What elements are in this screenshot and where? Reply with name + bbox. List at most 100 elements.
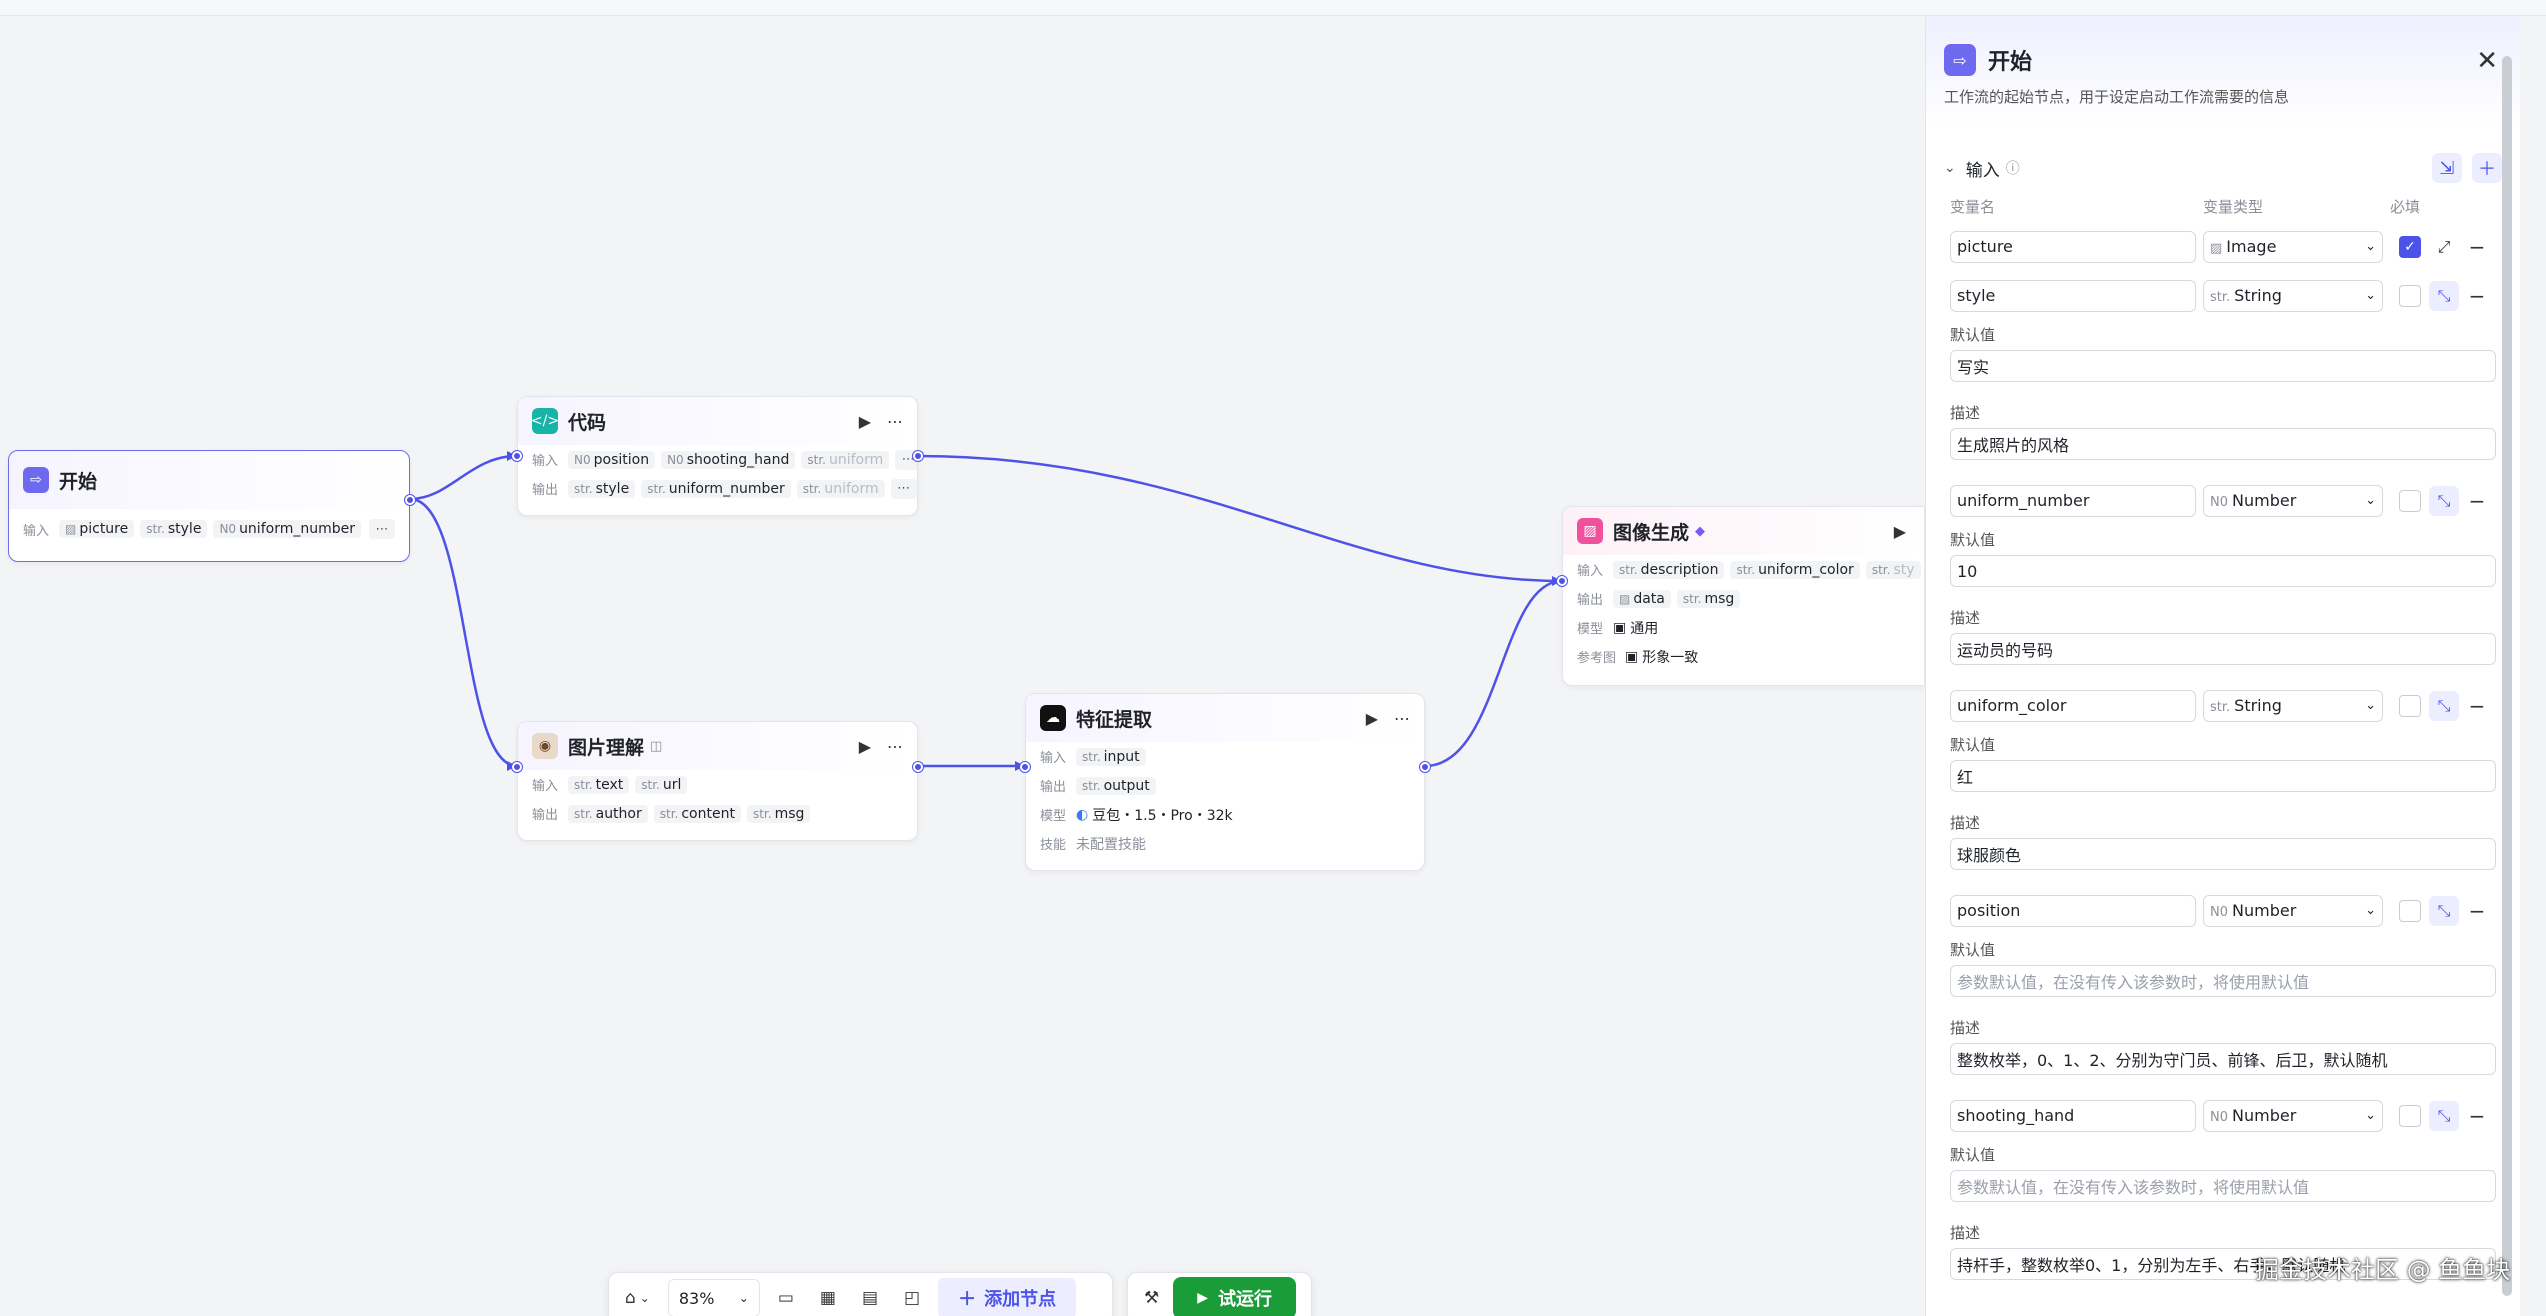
required-checkbox[interactable] (2399, 284, 2421, 307)
default-value-input[interactable]: 参数默认值，在没有传入该参数时，将使用默认值 (1950, 965, 2496, 997)
collapse-icon[interactable]: ⤡ (2429, 895, 2459, 926)
run-button[interactable]: ▶试运行 (1173, 1277, 1297, 1316)
description-label: 描述 (1950, 1223, 1981, 1242)
chevron-down-icon: ⌄ (2365, 239, 2376, 254)
zoom-select[interactable]: 83%⌄ (667, 1279, 760, 1316)
collapse-icon[interactable]: ⤡ (2429, 280, 2459, 311)
chevron-down-icon[interactable]: ⌄ (1944, 160, 1956, 176)
variable-type-select[interactable]: ▨Image⌄ (2203, 230, 2383, 263)
default-value-input[interactable]: 红 (1950, 760, 2496, 792)
input-section-header[interactable]: ⌄ 输入 ⓘ ⇲ ＋ (1926, 146, 2520, 190)
variable-name-input[interactable]: uniform_number (1950, 484, 2196, 517)
plus-icon: ＋ (958, 1289, 977, 1310)
import-icon[interactable]: ⇲ (2432, 153, 2462, 183)
remove-variable-icon[interactable]: − (2468, 898, 2486, 923)
variable-name-input[interactable]: position (1950, 894, 2196, 927)
required-checkbox[interactable] (2399, 694, 2421, 717)
required-checkbox[interactable] (2399, 489, 2421, 512)
node-feature-inputs: 输入 str.input (1026, 742, 1424, 771)
wrench-icon[interactable]: ⚒ (1144, 1288, 1160, 1308)
fit-view-icon[interactable]: ◰ (904, 1288, 921, 1308)
port-feature-out[interactable] (1420, 762, 1430, 772)
variable-name-input[interactable]: shooting_hand (1950, 1099, 2196, 1132)
port-code-out[interactable] (913, 451, 923, 461)
add-variable-button[interactable]: ＋ (2472, 153, 2502, 183)
chevron-down-icon: ⌄ (639, 1291, 650, 1305)
panel-scrollbar[interactable] (2502, 56, 2512, 1296)
node-feature-model: 模型 ◐ 豆包・1.5・Pro・32k (1040, 806, 1233, 825)
port-image-understand-in[interactable] (512, 762, 522, 772)
chevron-down-icon: ⌄ (2365, 1108, 2376, 1123)
more-icon[interactable]: ⋯ (890, 478, 917, 499)
collapse-icon[interactable]: ⤡ (2429, 690, 2459, 721)
variable-type-select[interactable]: str.String⌄ (2203, 689, 2383, 722)
more-icon[interactable]: ⋯ (1394, 708, 1410, 728)
description-input[interactable]: 运动员的号码 (1950, 633, 2496, 665)
more-icon[interactable]: ⋯ (887, 411, 903, 431)
more-icon[interactable]: ⋯ (887, 736, 903, 756)
minimap-icon[interactable]: ▤ (861, 1288, 879, 1308)
node-image-gen[interactable]: ▨ 图像生成 ◆ ▶ 输入 str.description str.unifor… (1557, 506, 1925, 686)
port-feature-in[interactable] (1020, 762, 1030, 772)
play-icon[interactable]: ▶ (1365, 708, 1378, 728)
variable-row: uniform_color str.String⌄ ⤡ − (1926, 681, 2520, 730)
required-checkbox[interactable] (2399, 1104, 2421, 1127)
description-input[interactable]: 整数枚举，0、1、2、分别为守门员、前锋、后卫，默认随机 (1950, 1043, 2496, 1075)
variable-name-input[interactable]: style (1950, 279, 2196, 312)
panel-title[interactable]: 开始 (1988, 50, 2033, 75)
remove-variable-icon[interactable]: − (2468, 283, 2486, 308)
play-icon[interactable]: ▶ (858, 736, 871, 756)
node-image-understand[interactable]: ◉ 图片理解 ◫ ▶⋯ 输入 str.text str.url 输出 str.a… (512, 721, 923, 841)
close-icon[interactable]: ✕ (2476, 46, 2498, 76)
variable-name-input[interactable]: picture (1950, 230, 2196, 263)
node-image-gen-ref: 参考图 ▣ 形象一致 (1577, 648, 1699, 667)
description-input[interactable]: 球服颜色 (1950, 838, 2496, 870)
port-image-gen-in[interactable] (1557, 576, 1567, 586)
required-checkbox[interactable] (2399, 899, 2421, 922)
port-image-understand-out[interactable] (913, 762, 923, 772)
start-icon: ⇨ (23, 467, 49, 493)
mouse-mode-button[interactable]: ⌂⌄ (617, 1278, 658, 1316)
vision-badge-icon: ◫ (650, 738, 663, 754)
remove-variable-icon[interactable]: − (2468, 234, 2486, 259)
description-label: 描述 (1950, 813, 1981, 832)
description-input[interactable]: 持杆手，整数枚举0、1，分别为左手、右手，默认随机 (1950, 1248, 2496, 1280)
port-code-in[interactable] (512, 451, 522, 461)
port-start-out[interactable] (405, 495, 415, 505)
description-input[interactable]: 生成照片的风格 (1950, 428, 2496, 460)
add-node-button[interactable]: ＋添加节点 (938, 1278, 1077, 1316)
diamond-icon: ◆ (1695, 523, 1706, 539)
more-icon[interactable]: ⋯ (895, 449, 917, 470)
comment-icon[interactable]: ▭ (777, 1288, 794, 1308)
expand-icon[interactable]: ⤢ (2437, 236, 2451, 256)
info-icon[interactable]: ⓘ (2005, 161, 2020, 177)
play-icon[interactable]: ▶ (858, 411, 871, 431)
default-value-input[interactable]: 10 (1950, 555, 2496, 587)
remove-variable-icon[interactable]: − (2468, 488, 2486, 513)
layout-icon[interactable]: ▦ (819, 1288, 836, 1308)
default-value-input[interactable]: 写实 (1950, 350, 2496, 382)
edge-feature-image-gen (1424, 579, 1563, 768)
remove-variable-icon[interactable]: − (2468, 693, 2486, 718)
variable-name-input[interactable]: uniform_color (1950, 689, 2196, 722)
more-icon[interactable]: ⋯ (369, 519, 395, 539)
variable-type-select[interactable]: str.String⌄ (2203, 279, 2383, 312)
edge-start-image-understand (409, 497, 518, 768)
collapse-icon[interactable]: ⤡ (2429, 485, 2459, 516)
default-value-input[interactable]: 参数默认值，在没有传入该参数时，将使用默认值 (1950, 1170, 2496, 1202)
collapse-icon[interactable]: ⤡ (2429, 1100, 2459, 1131)
node-feature[interactable]: ☁ 特征提取 ▶⋯ 输入 str.input 输出 str.output 模型 … (1020, 693, 1430, 871)
remove-variable-icon[interactable]: − (2468, 1103, 2486, 1128)
play-icon[interactable]: ▶ (1893, 521, 1906, 541)
required-checkbox[interactable]: ✓ (2399, 235, 2421, 258)
